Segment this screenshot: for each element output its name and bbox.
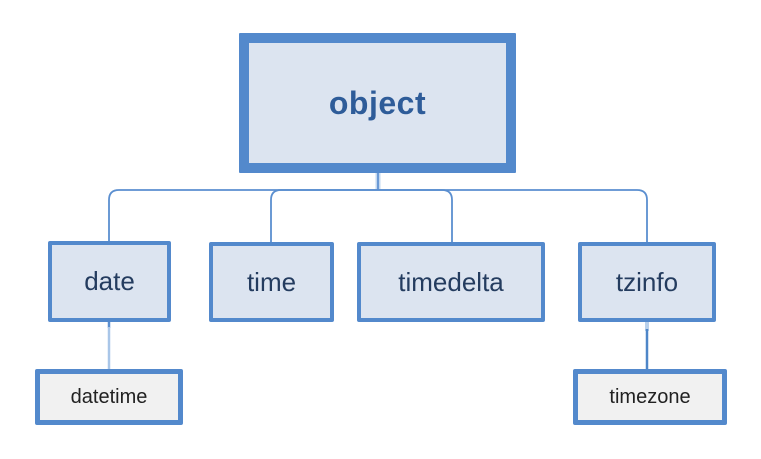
tree-node-time-label: time <box>246 266 297 297</box>
connector-object-tzinfo <box>378 189 648 242</box>
tree-node-tzinfo: tzinfo <box>578 242 716 322</box>
tree-node-object: object <box>239 33 516 173</box>
tree-node-date-label: date <box>84 266 135 296</box>
tree-node-datetime-label: datetime <box>70 385 148 408</box>
tree-node-timezone-label: timezone <box>609 385 691 408</box>
connector-object-time <box>270 189 378 242</box>
connector-object-date <box>108 189 378 241</box>
tree-node-time: time <box>209 242 334 322</box>
tree-node-tzinfo-label: tzinfo <box>615 266 679 297</box>
tree-node-date: date <box>48 241 171 322</box>
tree-node-object-label: object <box>328 84 427 121</box>
tree-node-timezone: timezone <box>573 369 727 425</box>
tree-node-timedelta-label: timedelta <box>398 266 504 297</box>
tree-node-timedelta: timedelta <box>357 242 545 322</box>
tree-node-datetime: datetime <box>35 369 183 425</box>
connector-object-timedelta <box>378 189 453 242</box>
